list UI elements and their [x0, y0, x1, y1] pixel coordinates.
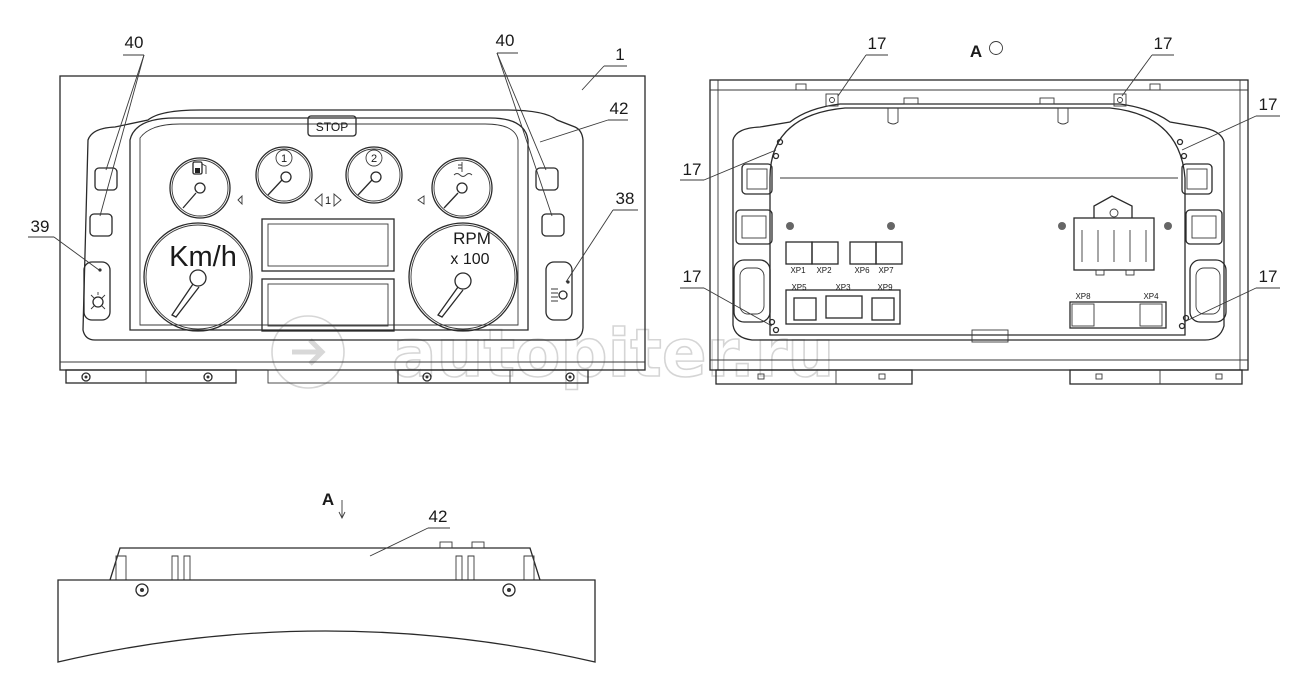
rear-housing [709, 79, 1249, 371]
callout-17-top-left: 17 [868, 34, 887, 53]
rear-bezel [732, 103, 1225, 341]
callout-42-top: 42 [429, 507, 448, 526]
connector-xp6: XP6 [854, 266, 870, 275]
callout-1: 1 [615, 45, 624, 64]
tachometer [408, 222, 518, 332]
lower-display [261, 278, 395, 332]
connector-xp7: XP7 [878, 266, 894, 275]
temperature-gauge [431, 157, 493, 219]
callout-17-top-right: 17 [1154, 34, 1173, 53]
callout-17-right-lower: 17 [1259, 267, 1278, 286]
gauge-1-label: 1 [281, 153, 287, 165]
connector-xp1: XP1 [790, 266, 806, 275]
right-upper-button [535, 167, 559, 191]
upper-display [261, 218, 395, 272]
left-middle-button [89, 213, 113, 237]
left-upper-button [94, 167, 118, 191]
callout-39: 39 [31, 217, 50, 236]
dial-window [129, 117, 529, 331]
callout-17-left-lower: 17 [683, 267, 702, 286]
stop-lamp [307, 115, 357, 137]
connector-xp5: XP5 [791, 283, 807, 292]
right-switch-38 [545, 261, 573, 321]
callout-17-left-upper: 17 [683, 160, 702, 179]
headlight-icon [558, 290, 568, 300]
callout-40-left: 40 [125, 33, 144, 52]
connector-xp3: XP3 [835, 283, 851, 292]
callout-42: 42 [610, 99, 629, 118]
view-a-letter: A [970, 42, 982, 61]
rear-cover [769, 107, 1186, 336]
fuel-gauge [169, 157, 231, 219]
callout-40-right: 40 [496, 31, 515, 50]
center-indicator-label: 1 [325, 195, 331, 207]
view-symbol [989, 41, 1003, 55]
fuel-icon [192, 161, 203, 175]
right-middle-button [541, 213, 565, 237]
connector-xp4: XP4 [1143, 292, 1159, 301]
tacho-label-scale: x 100 [450, 251, 489, 268]
bezel-top [109, 547, 541, 581]
right-turn-icon [333, 193, 342, 207]
connector-xp8: XP8 [1075, 292, 1091, 301]
speedometer-label: Km/h [169, 241, 237, 273]
lamp-icon [92, 296, 104, 308]
callout-17-right-upper: 17 [1259, 95, 1278, 114]
housing-top [57, 579, 596, 663]
connector-xp9: XP9 [877, 283, 893, 292]
view-a-arrow-letter: A [322, 490, 334, 509]
top-view: A 42 [57, 490, 596, 663]
connector-xp2: XP2 [816, 266, 832, 275]
left-turn-icon [314, 193, 323, 207]
callout-38: 38 [616, 189, 635, 208]
watermark-text: autopiter.ru [392, 315, 834, 392]
tacho-label-rpm: RPM [453, 229, 491, 248]
front-view: STOP 1 1 [28, 31, 646, 384]
rear-view: A [680, 34, 1280, 385]
stop-label: STOP [316, 120, 348, 134]
coolant-icon [458, 162, 463, 172]
bezel-outline [82, 109, 584, 341]
gauge-1 [255, 146, 313, 204]
gauge-2-label: 2 [371, 153, 377, 165]
gauge-2 [345, 146, 403, 204]
speedometer [143, 222, 253, 332]
left-switch-39 [83, 261, 111, 321]
watermark: autopiter.ru [271, 314, 835, 393]
